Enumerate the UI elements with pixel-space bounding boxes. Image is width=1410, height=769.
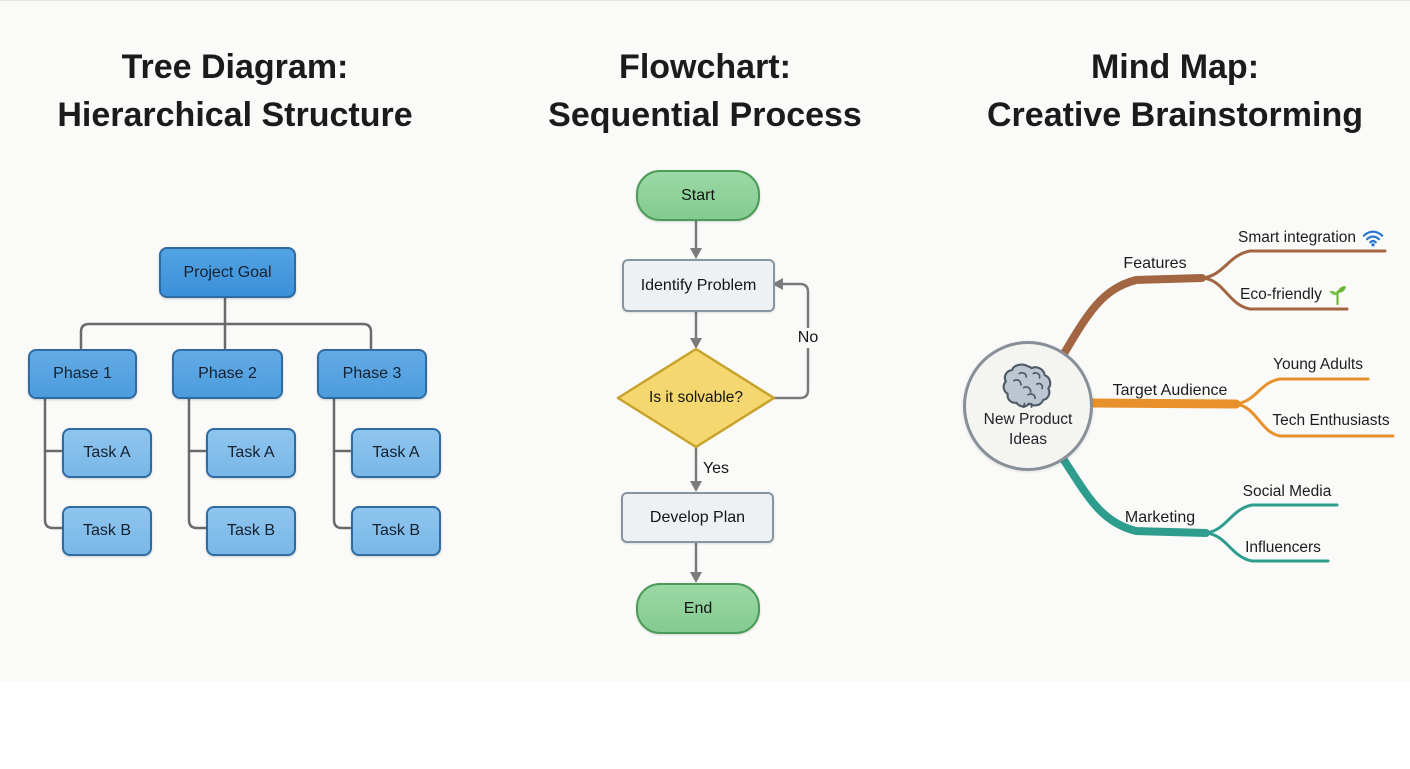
flow-node-start-label: Start — [681, 186, 715, 204]
tree-node-root-label: Project Goal — [183, 263, 272, 281]
brain-icon — [1002, 363, 1052, 408]
flow-node-start: Start — [636, 170, 760, 221]
task-label: Task B — [371, 522, 420, 539]
mindmap-leaf-social-media: Social Media — [1242, 483, 1332, 500]
flow-node-decision-label: Is it solvable? — [649, 389, 743, 406]
tree-node-root: Project Goal — [159, 247, 296, 298]
mindmap-panel-title: Mind Map: Creative Brainstorming — [940, 43, 1410, 139]
flowchart-panel: Flowchart: Sequential Process — [470, 1, 941, 681]
tree-node-phase-3-label: Phase 3 — [342, 365, 402, 382]
flowchart-edges — [616, 215, 810, 583]
mindmap-center-label-line2: Ideas — [1009, 431, 1047, 448]
tree-node-phase-1: Phase 1 — [28, 349, 137, 399]
tree-connectors — [43, 292, 373, 530]
sprout-icon — [1329, 286, 1346, 305]
mindmap-leaf-young-adults: Young Adults — [1273, 356, 1363, 373]
mindmap-branches — [1056, 249, 1395, 563]
flowchart-panel-title: Flowchart: Sequential Process — [470, 43, 940, 139]
flow-node-identify-problem: Identify Problem — [622, 259, 775, 312]
task-label: Task A — [372, 444, 420, 461]
flow-node-identify-problem-label: Identify Problem — [640, 276, 757, 294]
tree-node-phase2-task-a: Task A — [206, 428, 296, 478]
decision-diamond-shape — [616, 347, 776, 449]
tree-node-phase-1-label: Phase 1 — [53, 365, 112, 382]
flow-node-develop-plan-label: Develop Plan — [649, 508, 746, 526]
tree-node-phase-2: Phase 2 — [172, 349, 283, 399]
mindmap-center-label-line1: New Product — [983, 411, 1073, 428]
tree-node-phase-2-label: Phase 2 — [198, 365, 257, 382]
tree-panel-title: Tree Diagram: Hierarchical Structure — [0, 43, 470, 139]
flowchart-title-line1: Flowchart: — [619, 48, 791, 86]
flow-edge-label-no: No — [794, 328, 822, 348]
mindmap-panel: Mind Map: Creative Brainstorming — [940, 1, 1410, 681]
mindmap-leaf-smart-integration-label: Smart integration — [1238, 228, 1357, 246]
flow-node-end: End — [636, 583, 760, 634]
mindmap-leaf-smart-integration: Smart integration — [1238, 228, 1384, 247]
tree-title-line2: Hierarchical Structure — [57, 96, 413, 134]
tree-node-phase-3: Phase 3 — [317, 349, 427, 399]
mindmap-title-line1: Mind Map: — [1090, 48, 1260, 86]
mindmap-branch-marketing: Marketing — [1124, 509, 1196, 526]
mindmap-leaf-influencers: Influencers — [1245, 539, 1321, 556]
mindmap-center-node: New Product Ideas — [963, 341, 1093, 471]
mindmap-branch-target-audience: Target Audience — [1112, 382, 1228, 399]
mindmap-leaf-tech-enthusiasts: Tech Enthusiasts — [1272, 412, 1390, 429]
flowchart-title-line2: Sequential Process — [548, 96, 862, 134]
panels-row: Tree Diagram: Hierarchical Structure Pro… — [0, 1, 1410, 681]
flow-edge-label-yes: Yes — [702, 460, 730, 477]
mindmap-leaf-eco-friendly-label: Eco-friendly — [1240, 285, 1322, 303]
task-label: Task B — [82, 522, 131, 539]
tree-diagram-panel: Tree Diagram: Hierarchical Structure Pro… — [0, 1, 471, 681]
mindmap-center-label: New Product Ideas — [984, 410, 1073, 450]
tree-node-phase1-task-a: Task A — [62, 428, 152, 478]
flow-node-end-label: End — [683, 599, 713, 617]
task-label: Task A — [227, 444, 275, 461]
tree-node-phase3-task-a: Task A — [351, 428, 441, 478]
tree-node-phase1-task-b: Task B — [62, 506, 152, 556]
tree-title-line1: Tree Diagram: — [121, 48, 349, 86]
mindmap-leaf-eco-friendly: Eco-friendly — [1240, 284, 1347, 305]
task-label: Task A — [83, 444, 131, 461]
task-label: Task B — [226, 522, 275, 539]
wifi-icon — [1362, 230, 1384, 247]
mindmap-title-line2: Creative Brainstorming — [987, 96, 1363, 134]
mindmap-branch-features: Features — [1123, 255, 1187, 272]
flow-node-develop-plan: Develop Plan — [621, 492, 774, 543]
tree-node-phase2-task-b: Task B — [206, 506, 296, 556]
tree-node-phase3-task-b: Task B — [351, 506, 441, 556]
